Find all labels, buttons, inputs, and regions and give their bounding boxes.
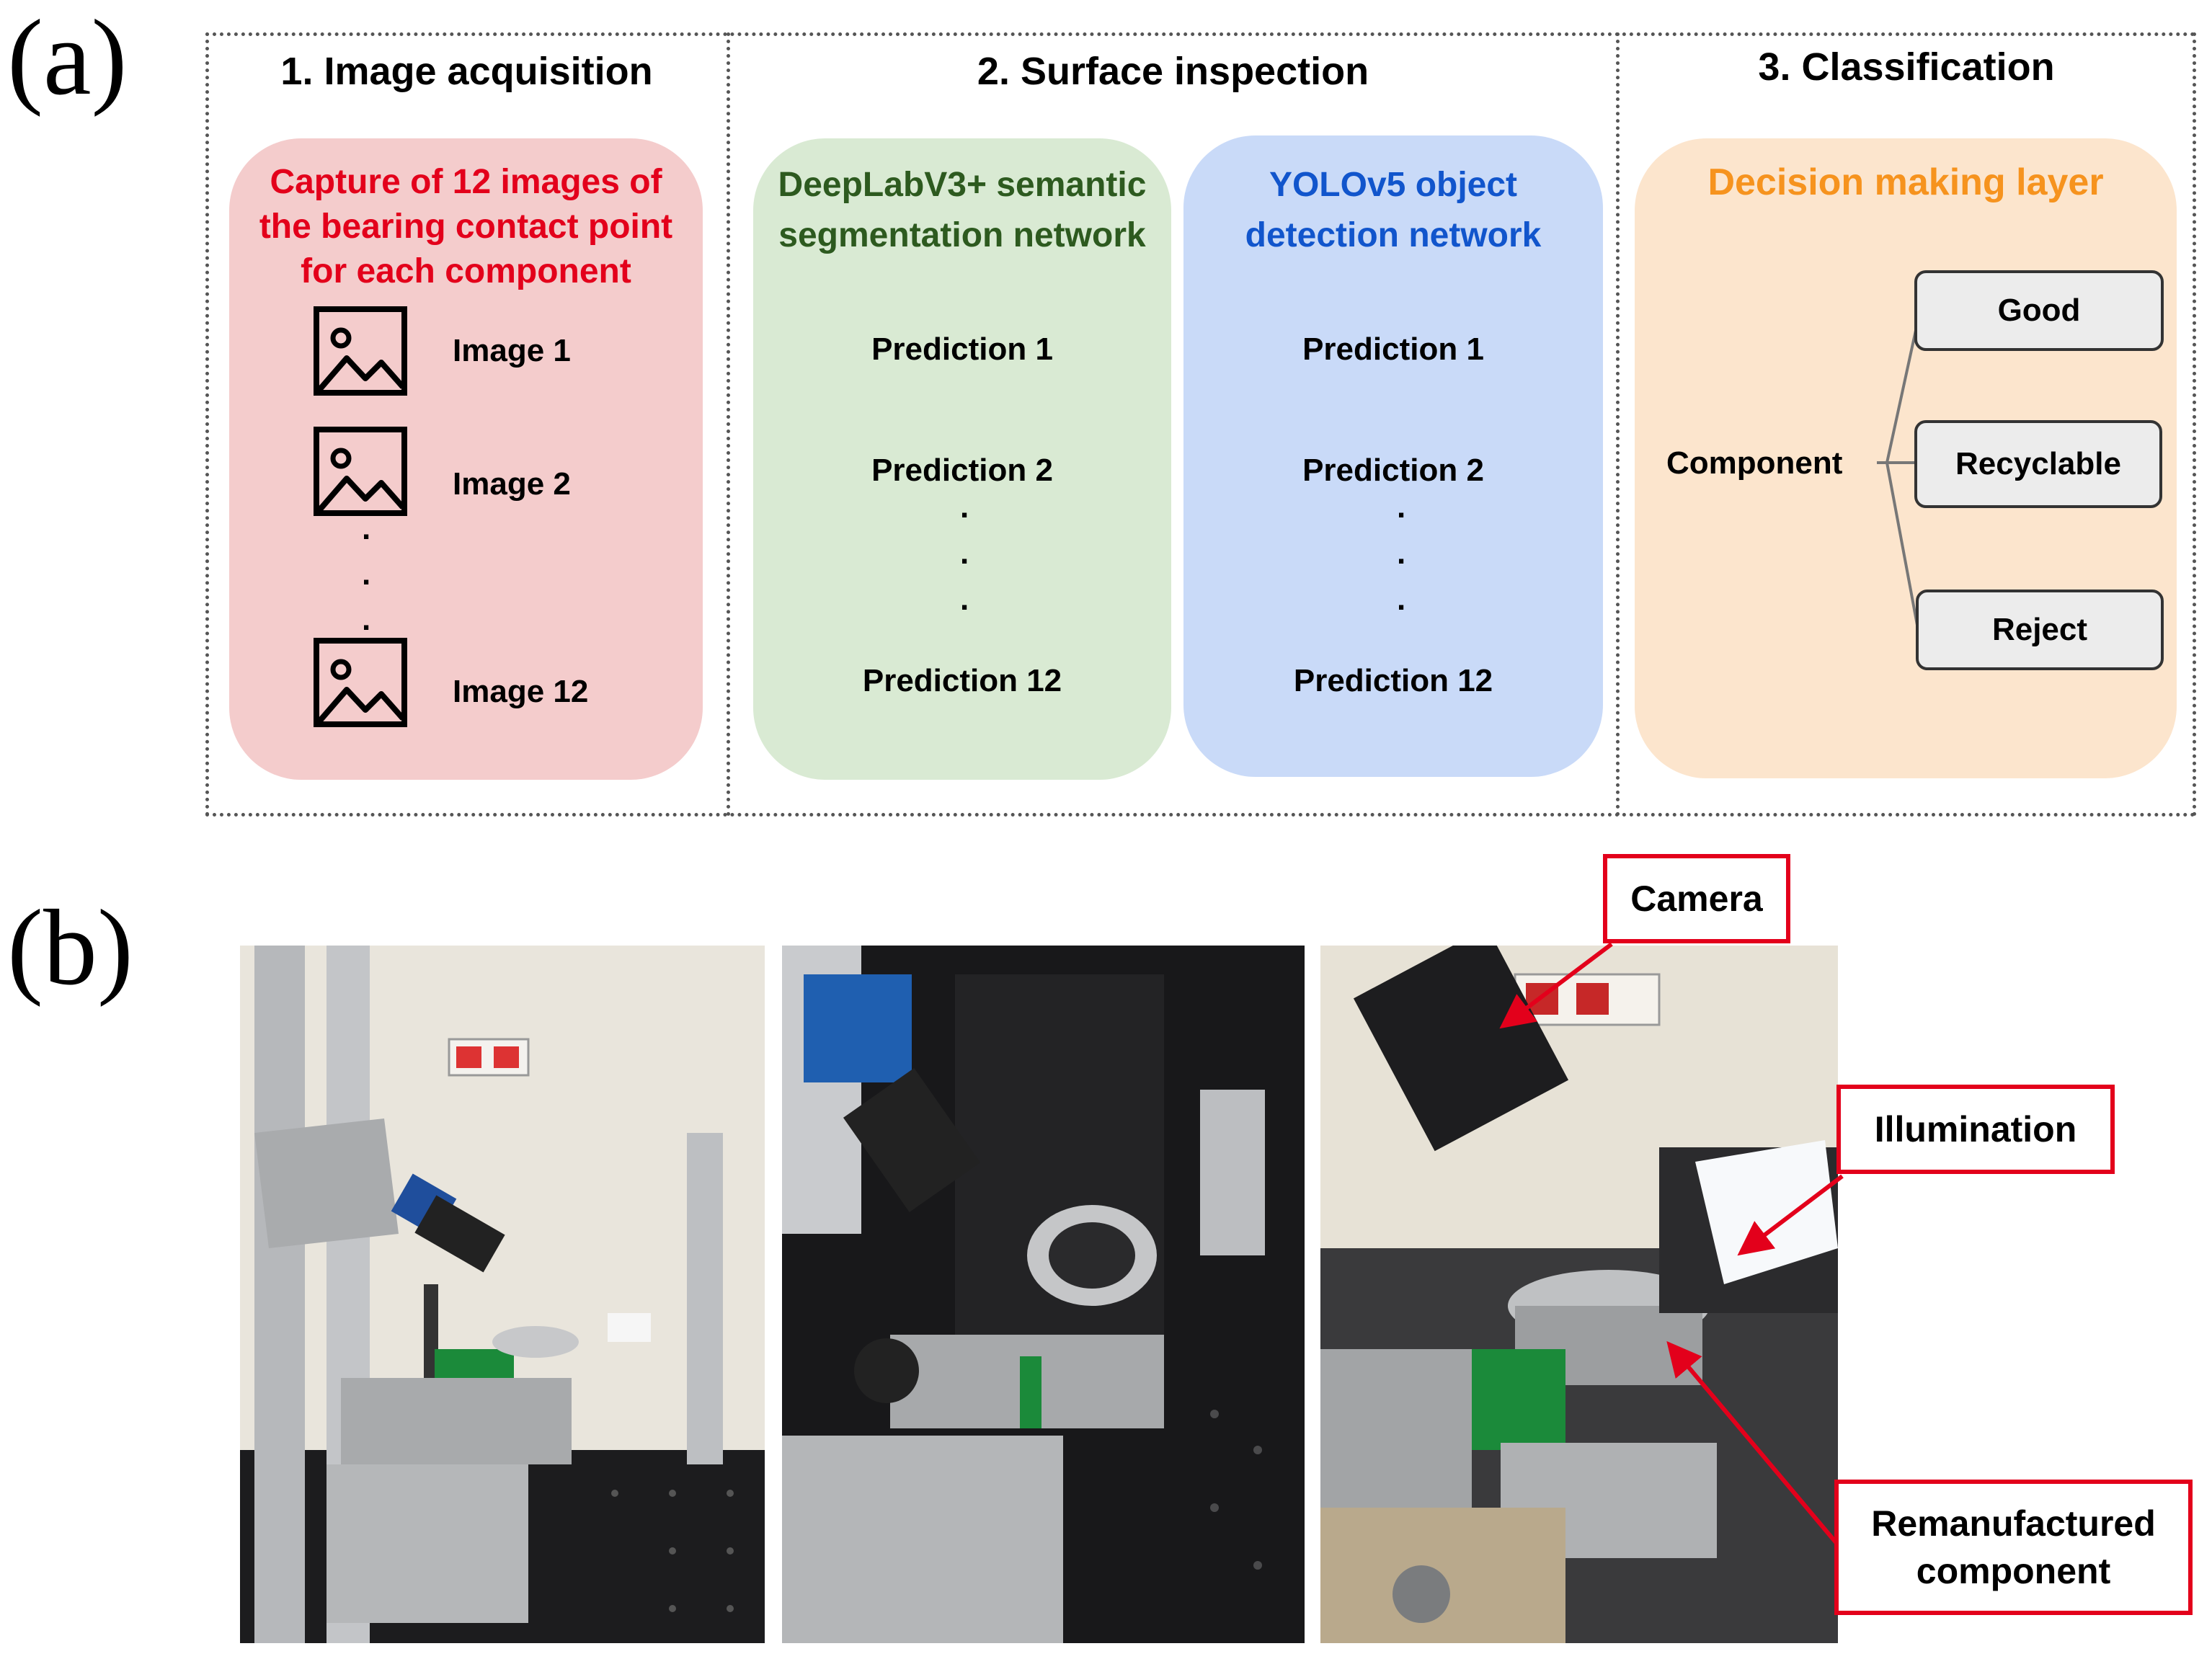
- classification-title: Decision making layer: [1707, 161, 2104, 203]
- callout-illumination: Illumination: [1836, 1085, 2115, 1174]
- segmentation-title-line-2: segmentation network: [778, 216, 1146, 254]
- image-icon: [314, 638, 407, 727]
- image-icon: [314, 427, 407, 516]
- outcome-reject: Reject: [1916, 590, 2164, 670]
- detection-title-line-2: detection network: [1245, 216, 1542, 254]
- segmentation-prediction-2: Prediction 2: [871, 453, 1053, 488]
- callout-camera: Camera: [1603, 854, 1790, 943]
- segmentation-title: DeepLabV3+ semantic segmentation network: [753, 160, 1171, 261]
- detection-prediction-12: Prediction 12: [1293, 663, 1493, 698]
- segmentation-box: DeepLabV3+ semantic segmentation network…: [753, 138, 1171, 780]
- outcome-recyclable: Recyclable: [1914, 420, 2162, 508]
- outcome-good: Good: [1914, 270, 2164, 351]
- detection-title: YOLOv5 object detection network: [1183, 160, 1603, 261]
- image-icon: [314, 306, 407, 396]
- acquisition-title-line-2: the bearing contact point: [259, 208, 673, 246]
- section-title-acquisition: 1. Image acquisition: [280, 50, 653, 93]
- ellipsis-dot: .: [960, 489, 969, 525]
- acquisition-item-1: Image 1: [453, 333, 571, 368]
- section-divider-1: [727, 32, 730, 817]
- detection-box: YOLOv5 object detection network Predicti…: [1183, 135, 1603, 777]
- segmentation-prediction-12: Prediction 12: [862, 663, 1062, 698]
- ellipsis-dot: .: [362, 511, 371, 546]
- callout-component-line-1: Remanufactured: [1871, 1503, 2156, 1544]
- ellipsis-dot: .: [362, 556, 371, 592]
- panel-a-label: (a): [7, 0, 128, 117]
- acquisition-title-line-3: for each component: [301, 252, 631, 290]
- section-title-inspection: 2. Surface inspection: [977, 50, 1369, 93]
- callout-component-line-2: component: [1916, 1551, 2111, 1591]
- panel-a-frame: [205, 32, 2196, 817]
- decision-tree-connector: [1877, 316, 1920, 633]
- acquisition-item-12: Image 12: [453, 674, 589, 709]
- acquisition-item-2: Image 2: [453, 466, 571, 502]
- ellipsis-dot: .: [1397, 489, 1406, 525]
- photo-setup-top-view: [782, 946, 1305, 1643]
- classification-root: Component: [1666, 445, 1843, 481]
- detection-prediction-1: Prediction 1: [1302, 332, 1484, 367]
- section-title-classification: 3. Classification: [1758, 45, 2055, 89]
- ellipsis-dot: .: [960, 582, 969, 617]
- callout-remanufactured-component: Remanufactured component: [1834, 1480, 2193, 1615]
- acquisition-box: Capture of 12 images of the bearing cont…: [229, 138, 703, 780]
- section-divider-2: [1616, 32, 1620, 817]
- ellipsis-dot: .: [960, 535, 969, 571]
- acquisition-title: Capture of 12 images of the bearing cont…: [229, 160, 703, 294]
- panel-b-label: (b): [7, 888, 133, 1008]
- segmentation-prediction-1: Prediction 1: [871, 332, 1053, 367]
- detection-title-line-1: YOLOv5 object: [1269, 166, 1518, 204]
- ellipsis-dot: .: [1397, 535, 1406, 571]
- photo-setup-side-view: [240, 946, 765, 1643]
- detection-prediction-2: Prediction 2: [1302, 453, 1484, 488]
- ellipsis-dot: .: [1397, 582, 1406, 617]
- segmentation-title-line-1: DeepLabV3+ semantic: [778, 166, 1147, 204]
- ellipsis-dot: .: [362, 602, 371, 637]
- acquisition-title-line-1: Capture of 12 images of: [270, 163, 662, 201]
